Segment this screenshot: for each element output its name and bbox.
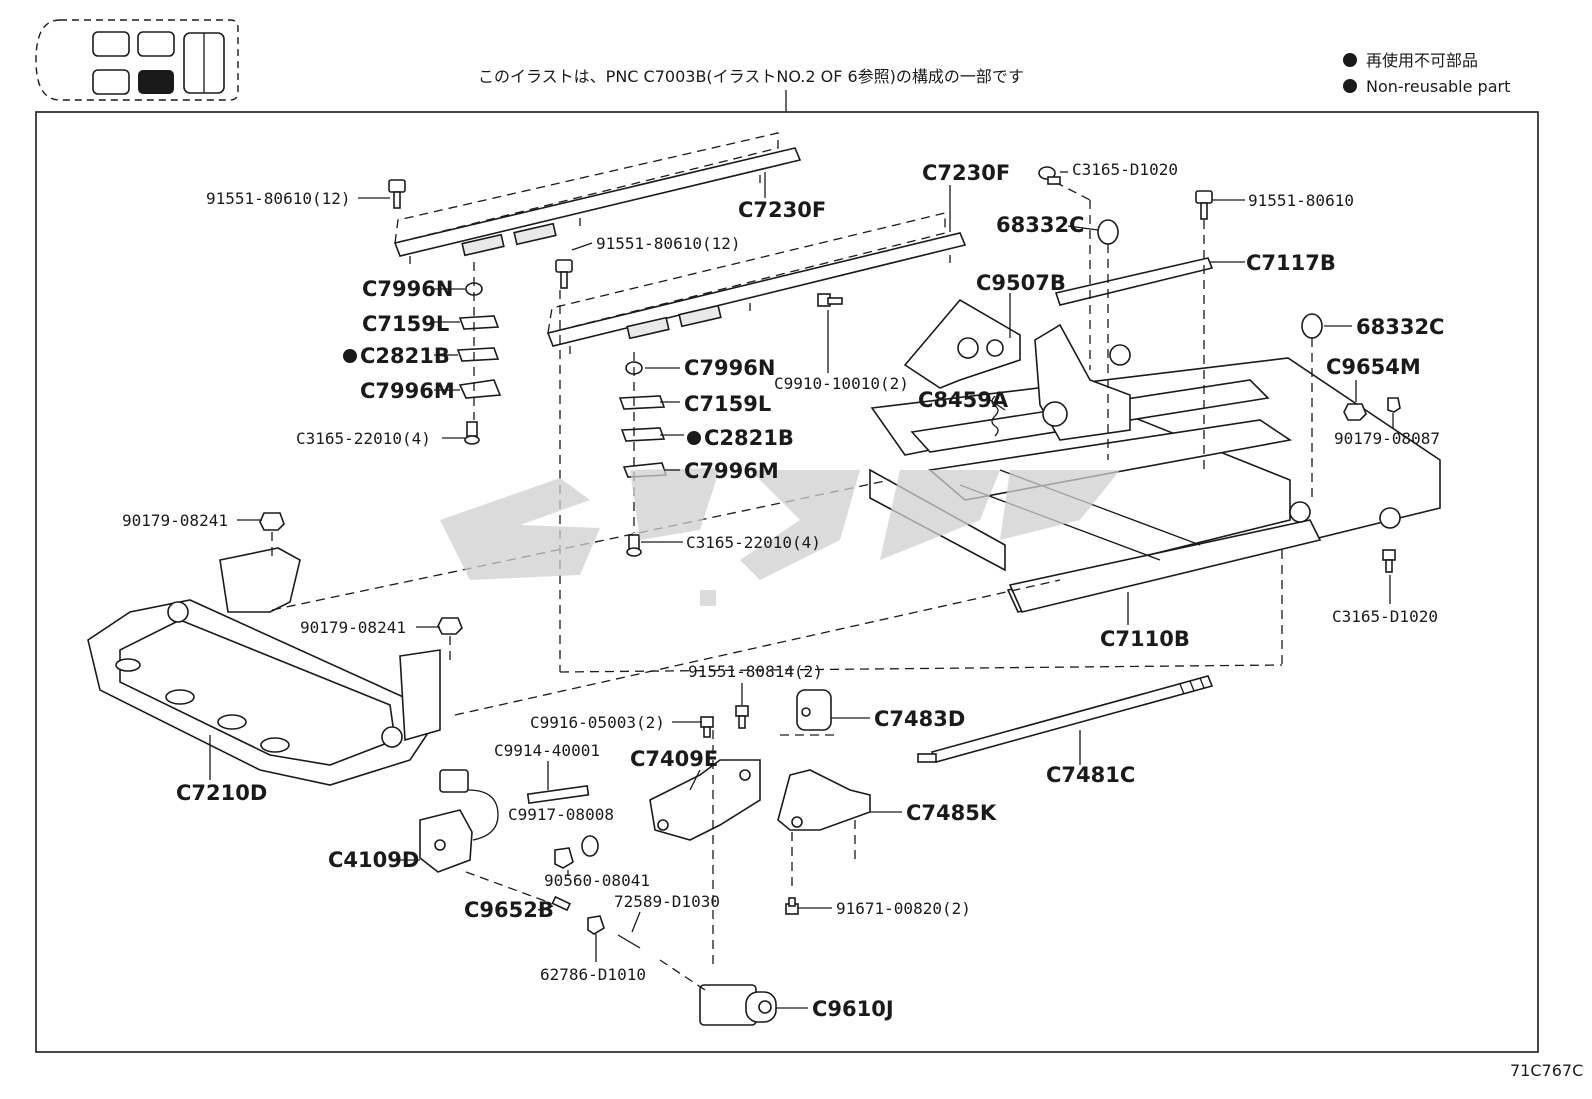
- bolt-icon: [700, 716, 714, 738]
- part-label[interactable]: 68332C: [996, 213, 1084, 237]
- non-reusable-bullet-icon: [687, 431, 701, 445]
- washer-icon: [581, 835, 599, 857]
- illustration-code: 71C767C: [1510, 1061, 1583, 1080]
- link-assembly: [1034, 323, 1131, 441]
- legend-bullet-icon: [1343, 79, 1357, 93]
- part-label[interactable]: C7483D: [874, 707, 965, 731]
- bolt-icon: [1382, 549, 1396, 573]
- bushing-icon: [1097, 219, 1119, 245]
- part-label[interactable]: C7230F: [922, 161, 1010, 185]
- part-label[interactable]: C3165-22010(4): [296, 429, 431, 448]
- nut-icon: [1387, 397, 1401, 413]
- part-label[interactable]: C2821B: [704, 426, 794, 450]
- seat-cushion-frame: [87, 547, 441, 786]
- part-label[interactable]: 62786-D1010: [540, 965, 646, 984]
- part-label[interactable]: C9916-05003(2): [530, 713, 665, 732]
- part-label[interactable]: C4109D: [328, 848, 419, 872]
- part-label[interactable]: C9910-10010(2): [774, 374, 909, 393]
- pin-icon: [617, 934, 641, 949]
- legend: 再使用不可部品 Non-reusable part: [1343, 51, 1510, 96]
- part-label[interactable]: 90560-08041: [544, 871, 650, 890]
- part-label[interactable]: 91671-00820(2): [836, 899, 971, 918]
- part-label[interactable]: C7485K: [906, 801, 997, 825]
- part-label[interactable]: C7996N: [684, 356, 775, 380]
- bolt-icon: [817, 293, 843, 307]
- non-reusable-bullet-icon: [343, 349, 357, 363]
- spacer-stack-middle: [559, 290, 668, 672]
- part-label[interactable]: 91551-80610(12): [596, 234, 741, 253]
- part-label[interactable]: 90179-08087: [1334, 429, 1440, 448]
- legend-text-jp: 再使用不可部品: [1366, 51, 1478, 70]
- part-label[interactable]: 90179-08241: [300, 618, 406, 637]
- part-label[interactable]: C9507B: [976, 271, 1066, 295]
- part-label[interactable]: C7996N: [362, 277, 453, 301]
- part-label[interactable]: C3165-D1020: [1072, 160, 1178, 179]
- leader-lines: [209, 171, 1394, 1009]
- part-label[interactable]: C7230F: [738, 198, 826, 222]
- part-label[interactable]: C9917-08008: [508, 805, 614, 824]
- nut-icon: [259, 512, 285, 531]
- bolt-icon: [735, 705, 749, 729]
- drive-shaft: [917, 675, 1214, 763]
- part-label[interactable]: 91551-80610: [1248, 191, 1354, 210]
- part-label[interactable]: C9914-40001: [494, 741, 600, 760]
- part-label[interactable]: C2821B: [360, 344, 450, 368]
- part-label[interactable]: C3165-D1020: [1332, 607, 1438, 626]
- position-sensor: [419, 769, 499, 873]
- part-label[interactable]: C7481C: [1046, 763, 1135, 787]
- seat-locator-icon: [35, 19, 239, 101]
- part-label[interactable]: 91551-80814(2): [688, 662, 823, 681]
- nut-icon: [437, 617, 463, 635]
- part-label[interactable]: 68332C: [1356, 315, 1444, 339]
- nut-icon: [554, 847, 574, 869]
- part-label[interactable]: 91551-80610(12): [206, 189, 351, 208]
- part-label[interactable]: C7996M: [684, 459, 779, 483]
- part-label[interactable]: C9610J: [812, 997, 894, 1021]
- seat-rail-lower: [546, 212, 967, 354]
- spring-icon: [991, 395, 999, 437]
- bolt-icon: [555, 259, 573, 289]
- watermark-logo: [440, 468, 1120, 606]
- part-label[interactable]: C8459A: [918, 388, 1009, 412]
- part-label[interactable]: C7110B: [1100, 627, 1190, 651]
- part-label[interactable]: C9654M: [1326, 355, 1421, 379]
- cross-bar: [1054, 257, 1214, 306]
- rubber-block: [796, 689, 832, 731]
- bolt-icon: [388, 179, 406, 209]
- bolt-icon: [785, 897, 799, 915]
- spacer-stack-left: [456, 262, 502, 445]
- part-label[interactable]: C9652B: [464, 898, 554, 922]
- bolt-icon: [1195, 190, 1213, 220]
- gear-bracket: [649, 759, 761, 841]
- part-label[interactable]: C7117B: [1246, 251, 1336, 275]
- motor-bracket: [777, 769, 871, 831]
- part-label[interactable]: C7409E: [630, 747, 718, 771]
- seat-motor: [699, 984, 777, 1026]
- nut-icon: [587, 915, 605, 935]
- legend-bullet-icon: [1343, 53, 1357, 67]
- legend-text-en: Non-reusable part: [1366, 77, 1510, 96]
- recliner-bracket: [903, 298, 1021, 389]
- part-label[interactable]: C3165-22010(4): [686, 533, 821, 552]
- part-label[interactable]: 90179-08241: [122, 511, 228, 530]
- pin-icon: [551, 895, 572, 912]
- bolt-icon: [1038, 166, 1061, 185]
- part-label[interactable]: C7996M: [360, 379, 455, 403]
- reference-note: このイラストは、PNC C7003B(イラストNO.2 OF 6参照)の構成の一…: [478, 67, 1024, 86]
- pin-icon: [526, 784, 590, 805]
- bushing-icon: [1301, 313, 1323, 339]
- part-label[interactable]: C7159L: [684, 392, 771, 416]
- nut-icon: [1343, 403, 1367, 421]
- seat-rail-upper: [393, 132, 802, 264]
- part-label[interactable]: 72589-D1030: [614, 892, 720, 911]
- part-label[interactable]: C7210D: [176, 781, 267, 805]
- illustration-frame: [35, 111, 1539, 1053]
- part-label[interactable]: C7159L: [362, 312, 449, 336]
